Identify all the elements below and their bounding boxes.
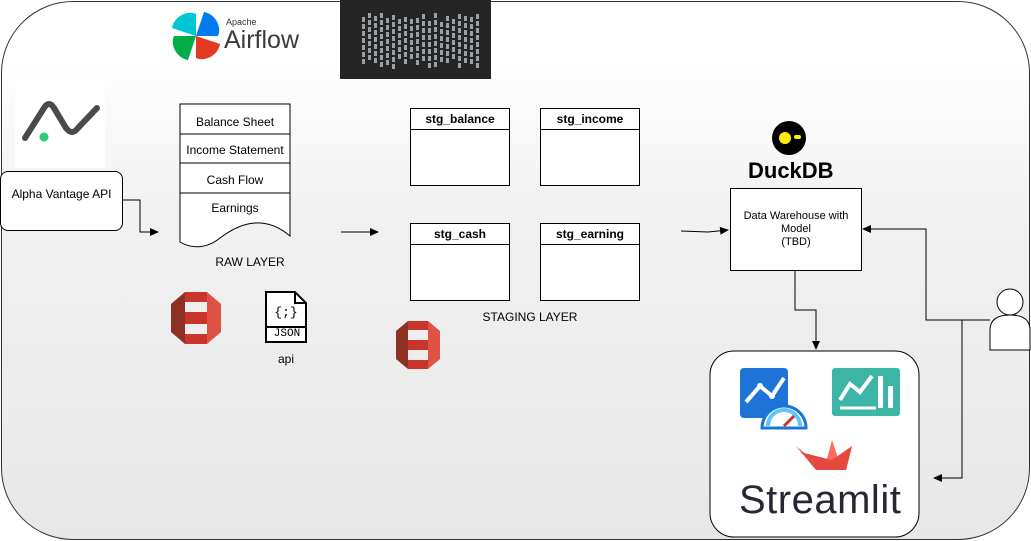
raw-doc-income-statement: Income Statement [186, 143, 284, 157]
connector-lines [122, 199, 990, 482]
api-label: api [277, 352, 294, 366]
staging-layer-title: STAGING LAYER [482, 310, 578, 324]
alpha-vantage-api-box: Alpha Vantage API [0, 171, 123, 231]
table-stg-balance: stg_balance [410, 108, 510, 186]
aws-s3-icon [171, 292, 221, 344]
chart-analytics-icon [832, 368, 900, 416]
warehouse-line-1: Data Warehouse with [743, 210, 849, 222]
svg-text:{;}: {;} [274, 305, 297, 320]
data-warehouse-box: Data Warehouse with Model (TBD) [730, 188, 862, 271]
user-icon [989, 288, 1031, 351]
warehouse-line-2: Model [781, 223, 811, 235]
raw-document-shape [179, 103, 291, 248]
chart-dashboard-icon [740, 368, 808, 430]
raw-doc-earnings: Earnings [211, 201, 259, 215]
table-header: stg_earning [541, 224, 639, 245]
table-header: stg_income [541, 109, 639, 130]
airflow-wordmark-small: Apache [226, 17, 257, 27]
json-icon-label: JSON [267, 326, 307, 341]
alpha-vantage-logo-icon [15, 80, 105, 168]
table-stg-cash: stg_cash [410, 223, 510, 301]
duckdb-logo-icon [772, 121, 806, 155]
airflow-wordmark: Airflow [224, 26, 300, 54]
streamlit-logo-icon [796, 440, 852, 470]
aws-s3-staging-icon [396, 321, 440, 369]
raw-doc-balance-sheet: Balance Sheet [195, 115, 275, 129]
table-stg-income: stg_income [540, 108, 640, 186]
warehouse-line-3: (TBD) [781, 236, 811, 248]
table-header: stg_balance [411, 109, 509, 130]
raw-doc-cash-flow: Cash Flow [206, 173, 264, 187]
raw-layer-title: RAW LAYER [215, 255, 285, 269]
streamlit-wordmark: Streamlit [739, 478, 902, 522]
duckdb-wordmark: DuckDB [748, 158, 834, 183]
json-file-icon: {;} [265, 291, 307, 343]
alpha-vantage-api-label: Alpha Vantage API [11, 187, 112, 201]
pipeline-tool-logo-icon [340, 0, 491, 79]
table-stg-earning: stg_earning [540, 223, 640, 301]
table-header: stg_cash [411, 224, 509, 245]
airflow-logo-icon [172, 12, 220, 60]
